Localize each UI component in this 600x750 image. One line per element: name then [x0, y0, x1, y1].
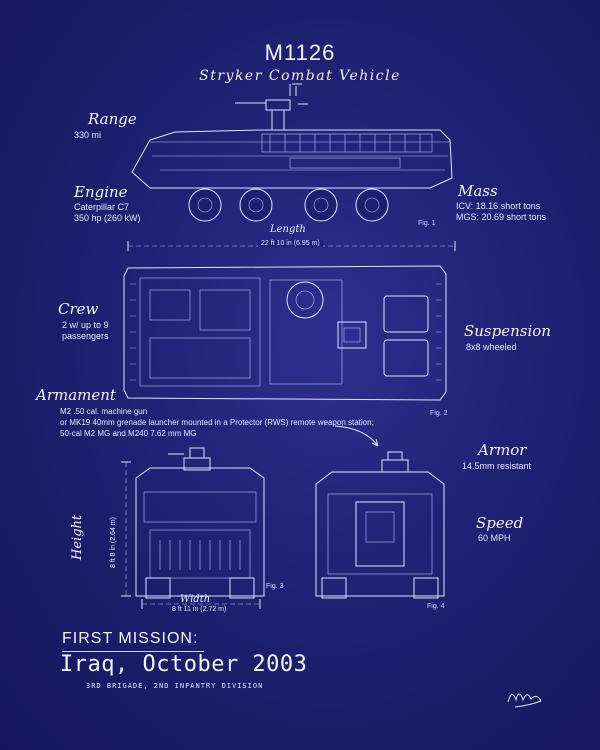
mission-location: Iraq, October 2003: [60, 652, 308, 677]
armament-line-2: or MK19 40mm grenade launcher mounted in…: [60, 418, 374, 427]
armament-line-1: M2 .50 cal. machine gun: [60, 407, 148, 416]
width-label: Width: [180, 594, 211, 605]
engine-heading: Engine: [74, 183, 128, 201]
height-label: Height: [70, 514, 85, 560]
crew-line-1: 2 w/ up to 9: [62, 320, 109, 330]
engine-line-1: Caterpillar C7: [74, 202, 130, 212]
mission-heading: FIRST MISSION:: [62, 630, 199, 647]
crew-heading: Crew: [58, 300, 99, 318]
front-view-drawing: [135, 447, 265, 599]
length-label: Length: [270, 224, 306, 235]
signature-mark: [507, 693, 542, 708]
figure-label-4: Fig. 4: [427, 603, 445, 610]
length-value: 22 ft 10 in (6.95 m): [258, 240, 323, 247]
page-subtitle: Stryker Combat Vehicle: [199, 68, 401, 84]
top-view-drawing: [123, 265, 447, 401]
figure-label-1: Fig. 1: [418, 220, 436, 227]
mass-line-2: MGS: 20.69 short tons: [456, 212, 547, 222]
height-dimension-line: [121, 461, 131, 597]
mission-unit: 3RD BRIGADE, 2ND INFANTRY DIVISION: [86, 682, 264, 690]
figure-label-3: Fig. 3: [266, 583, 284, 590]
mission-underline: [62, 651, 204, 652]
mass-line-1: ICV: 18.16 short tons: [456, 201, 541, 211]
side-view-drawing: [131, 83, 453, 222]
armament-heading: Armament: [36, 386, 116, 404]
suspension-value: 8x8 wheeled: [466, 342, 517, 352]
page-title: M1126: [264, 40, 336, 65]
height-value: 8 ft 8 in (2.64 m): [110, 517, 117, 568]
figure-label-2: Fig. 2: [430, 410, 448, 417]
range-value: 330 mi: [74, 130, 102, 140]
range-heading: Range: [88, 110, 137, 128]
engine-line-2: 350 hp (260 kW): [74, 213, 141, 223]
armor-value: 14.5mm resistant: [462, 461, 532, 471]
armor-heading: Armor: [478, 441, 527, 459]
armament-line-3: 50-cal M2 MG and M240 7.62 mm MG: [60, 429, 197, 438]
arrow-icon: [334, 425, 379, 447]
speed-value: 60 MPH: [478, 533, 511, 543]
mass-heading: Mass: [458, 182, 498, 200]
width-value: 8 ft 11 in (2.72 m): [172, 606, 227, 613]
crew-line-2: passengers: [62, 331, 109, 341]
width-dimension-line: [141, 599, 261, 609]
speed-heading: Speed: [476, 514, 524, 532]
suspension-heading: Suspension: [464, 322, 551, 340]
rear-view-drawing: [315, 451, 445, 599]
